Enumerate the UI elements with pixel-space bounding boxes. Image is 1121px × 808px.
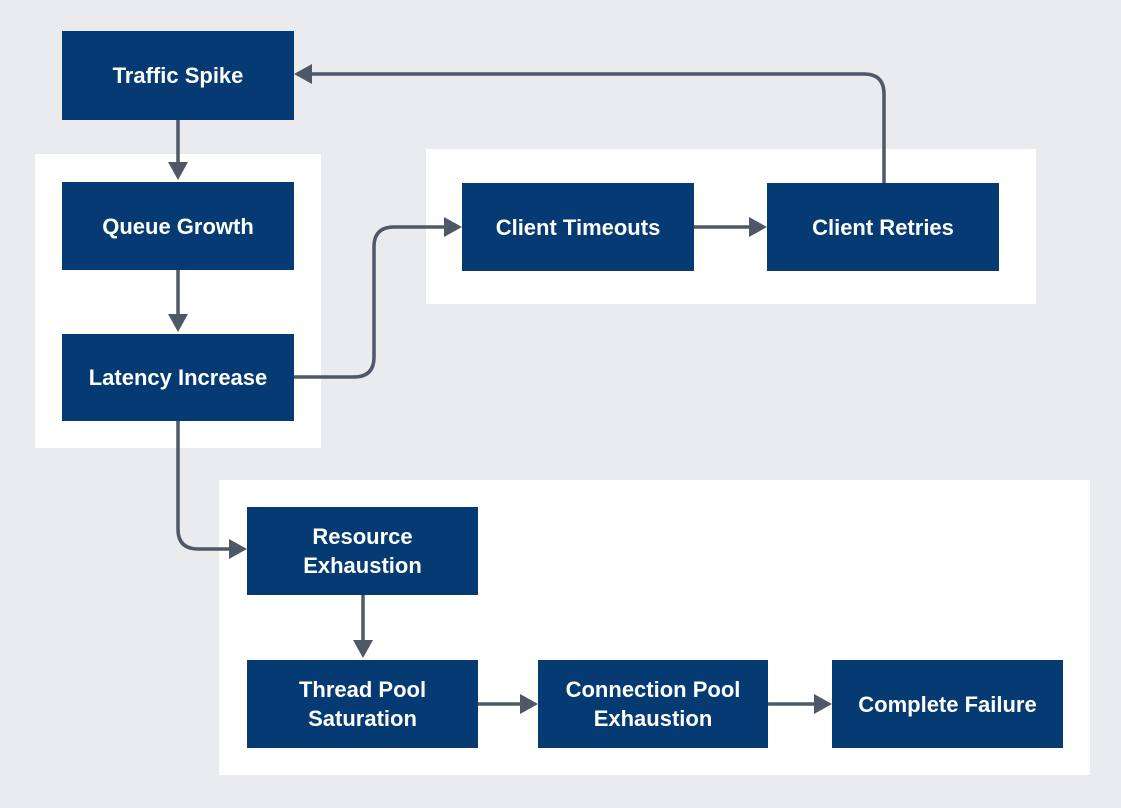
node-label: Complete Failure bbox=[858, 691, 1037, 717]
node-label: Thread Pool Saturation bbox=[298, 677, 427, 731]
node-thread-pool-saturation: Thread Pool Saturation bbox=[247, 660, 478, 748]
node-queue-growth: Queue Growth bbox=[62, 182, 294, 270]
node-label: Client Timeouts bbox=[495, 214, 661, 240]
node-label: Traffic Spike bbox=[112, 63, 244, 88]
arrowhead-traffic-spike bbox=[294, 64, 312, 84]
node-latency-increase: Latency Increase bbox=[62, 334, 294, 421]
node-label: Latency Increase bbox=[88, 365, 268, 390]
node-resource-exhaustion: Resource Exhaustion bbox=[247, 507, 478, 595]
node-label: Queue Growth bbox=[102, 213, 254, 239]
node-complete-failure: Complete Failure bbox=[832, 660, 1063, 748]
node-connection-pool-exhaustion: Connection Pool Exhaustion bbox=[538, 660, 768, 748]
node-label: Client Retries bbox=[812, 214, 954, 240]
node-label: Connection Pool Exhaustion bbox=[565, 677, 741, 731]
node-client-retries: Client Retries bbox=[767, 183, 999, 271]
node-label: Resource Exhaustion bbox=[303, 524, 422, 578]
node-traffic-spike: Traffic Spike bbox=[62, 31, 294, 120]
node-client-timeouts: Client Timeouts bbox=[462, 183, 694, 271]
